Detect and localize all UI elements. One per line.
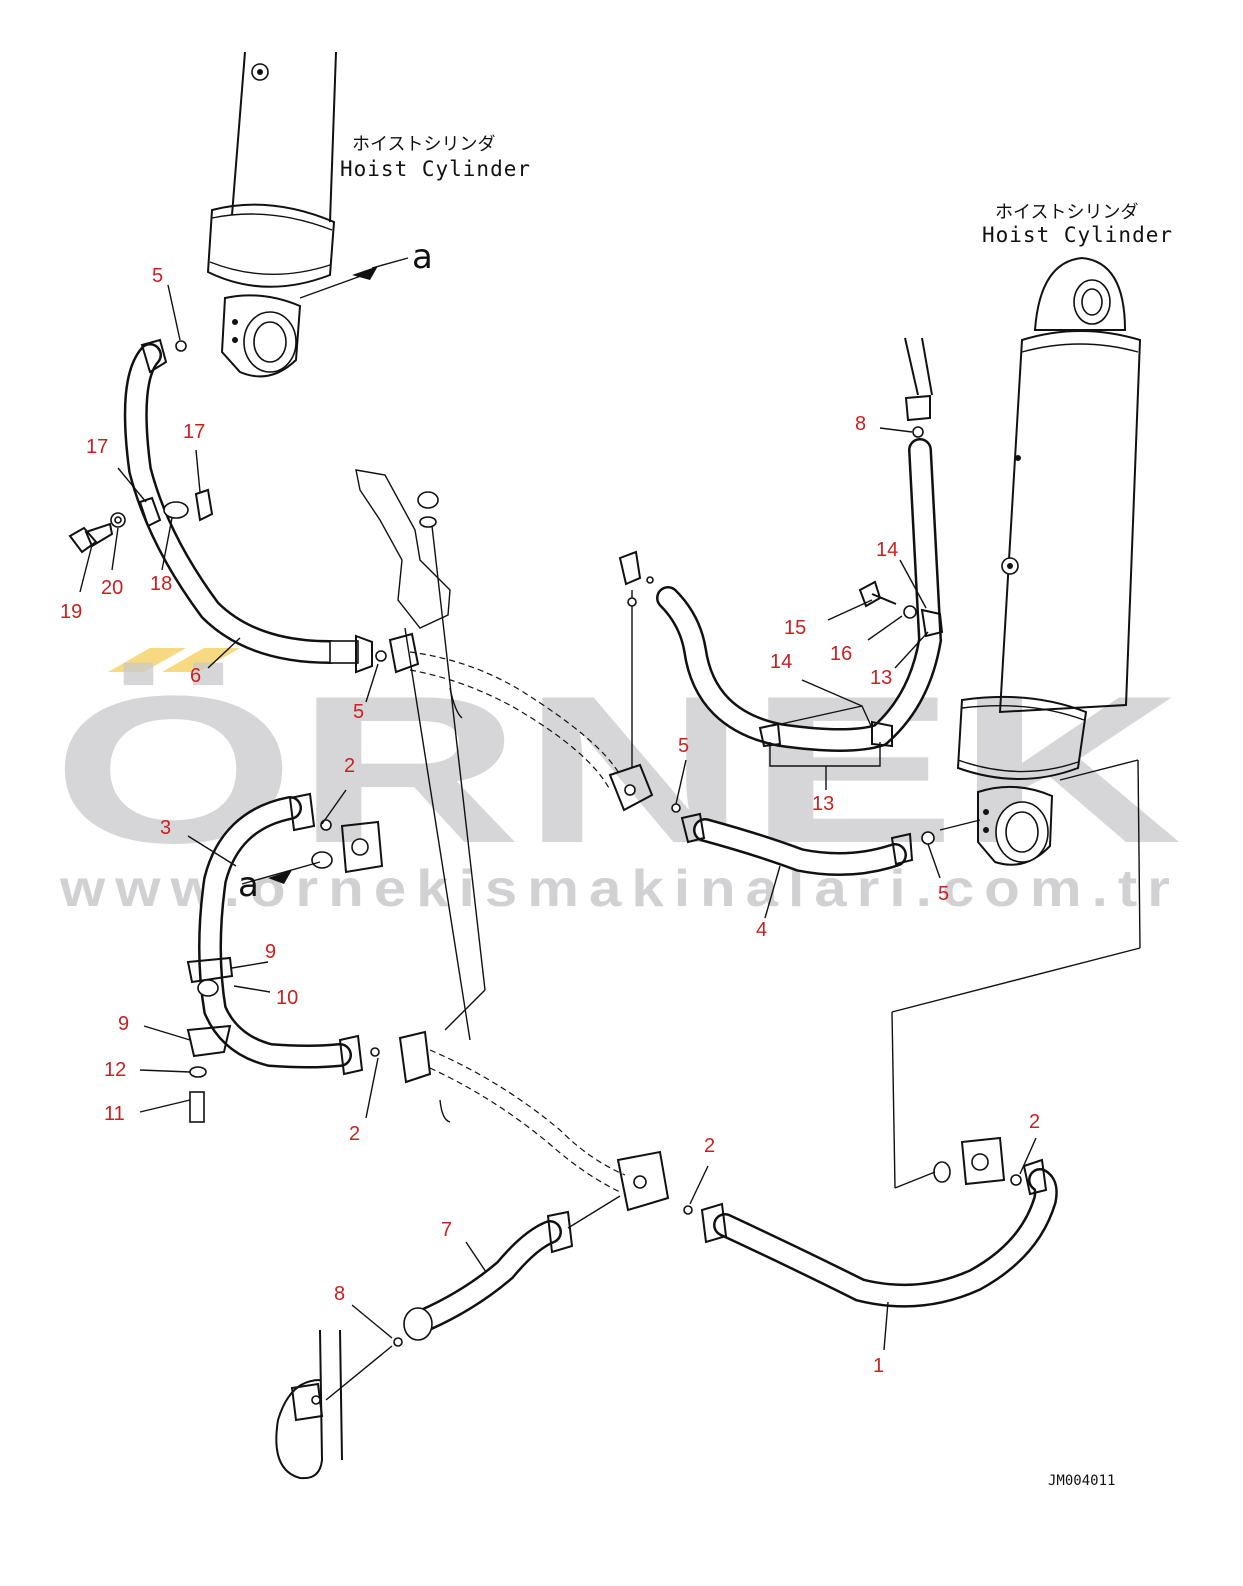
right-cylinder-label-jp: ホイストシリンダ	[995, 202, 1138, 223]
callout-8: 8	[334, 1283, 345, 1305]
right-hoist-cylinder	[956, 256, 1142, 866]
callout-3: 3	[160, 817, 171, 839]
callout-17: 17	[86, 436, 108, 458]
callout-2: 2	[704, 1135, 715, 1157]
callout-9: 9	[265, 941, 276, 963]
left-cylinder-label-jp: ホイストシリンダ	[352, 134, 495, 155]
callout-16: 16	[830, 643, 852, 665]
callout-11: 11	[104, 1103, 125, 1125]
callout-5: 5	[938, 883, 949, 905]
callout-15: 15	[784, 617, 806, 639]
callout-19: 19	[60, 601, 82, 623]
hose-4	[671, 803, 935, 876]
callout-13: 13	[812, 793, 834, 815]
clamp-assembly-upper	[68, 488, 214, 554]
hose-1	[700, 759, 1141, 1308]
callout-17: 17	[183, 421, 205, 443]
lower-elbow-pipe	[275, 1329, 393, 1480]
left-hoist-cylinder	[206, 51, 337, 378]
callout-5: 5	[152, 265, 163, 287]
leader-lines	[79, 284, 1037, 1351]
callout-4: 4	[756, 919, 767, 941]
callout-10: 10	[276, 987, 298, 1009]
watermark-accent-left	[108, 648, 186, 672]
callout-2: 2	[344, 755, 355, 777]
callout-18: 18	[150, 573, 172, 595]
view-a-label-mid: a	[238, 865, 259, 905]
view-a-label-top: a	[412, 237, 433, 277]
callout-20: 20	[101, 577, 123, 599]
bracket-upper	[355, 469, 486, 1041]
callout-2: 2	[1029, 1111, 1040, 1133]
callout-7: 7	[441, 1219, 452, 1241]
left-cylinder-label-en: Hoist Cylinder	[340, 157, 531, 181]
dashed-pipe-lower	[398, 1030, 693, 1215]
dashed-pipe-upper	[388, 550, 654, 812]
callout-14: 14	[876, 539, 898, 561]
watermark-accent-right	[162, 648, 240, 672]
callout-8: 8	[855, 413, 866, 435]
callout-1: 1	[873, 1355, 884, 1377]
clamp-assembly-lower	[186, 956, 234, 1123]
callout-2: 2	[349, 1123, 360, 1145]
right-cylinder-label-en: Hoist Cylinder	[982, 223, 1173, 247]
leader-cyl-right	[939, 819, 981, 831]
hose-6	[123, 338, 387, 674]
callout-9: 9	[118, 1013, 129, 1035]
callouts: 5 17 17 19 20 18 6 5 8 14 15 16 13 14 13…	[60, 265, 1040, 1377]
callout-6: 6	[190, 665, 201, 687]
callout-13: 13	[870, 667, 892, 689]
drawing-code: JM004011	[1048, 1473, 1115, 1489]
callout-14: 14	[770, 651, 792, 673]
callout-5: 5	[353, 701, 364, 723]
hose-7	[393, 1195, 621, 1347]
callout-12: 12	[104, 1059, 126, 1081]
watermark-url: www.ornekismakinalari.com.tr	[59, 860, 1180, 918]
callout-5: 5	[678, 735, 689, 757]
